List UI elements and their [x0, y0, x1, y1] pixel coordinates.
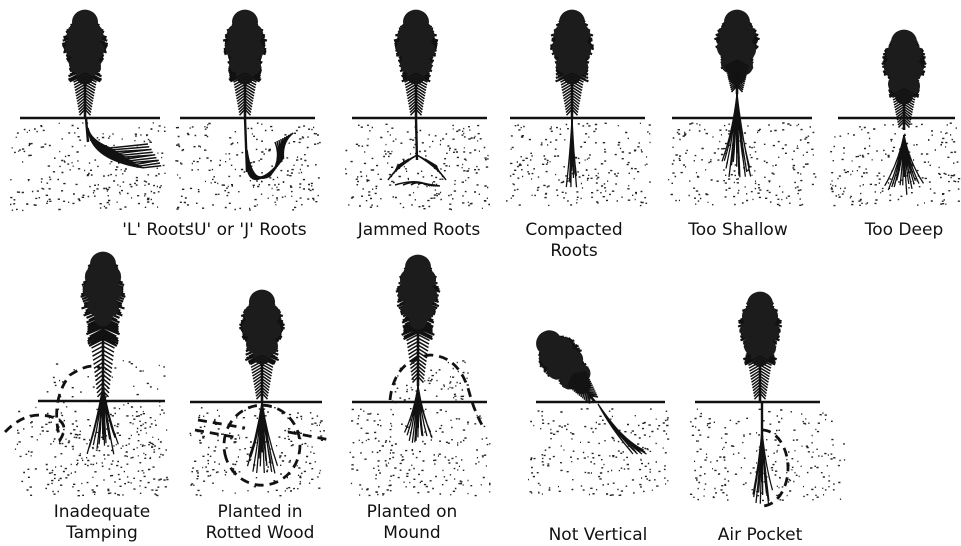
seedling-icon — [550, 10, 593, 118]
seedling-icon — [394, 10, 438, 118]
seedling-icon — [882, 30, 927, 130]
root-icon — [87, 385, 118, 454]
root-icon — [722, 94, 751, 177]
caption-too-shallow: Too Shallow — [648, 220, 828, 241]
root-icon — [885, 135, 924, 195]
dashed-outline-icon — [390, 355, 482, 425]
dashed-outline-icon — [288, 432, 330, 440]
caption-planted-on-mound: Planted onMound — [322, 502, 502, 544]
panel-planted-on-mound — [350, 255, 491, 497]
soil-icon — [528, 408, 669, 496]
caption-u-j-roots: 'U' or 'J' Roots — [158, 220, 338, 241]
root-icon — [598, 404, 647, 454]
seedling-icon — [81, 252, 126, 401]
panel-jammed-roots — [345, 10, 490, 211]
panel-inadequate-tamping — [5, 252, 169, 497]
panel-l-roots — [10, 10, 166, 211]
root-icon — [248, 402, 278, 473]
panel-too-shallow — [668, 10, 816, 207]
root-icon — [247, 133, 293, 179]
panel-not-vertical — [524, 320, 669, 496]
caption-jammed-roots: Jammed Roots — [329, 220, 509, 241]
soil-icon — [190, 406, 325, 496]
root-icon — [405, 386, 433, 443]
seedling-icon — [239, 290, 284, 402]
root-icon — [753, 430, 773, 505]
caption-air-pocket: Air Pocket — [670, 525, 850, 546]
dashed-outline-icon — [5, 366, 100, 440]
caption-too-deep: Too Deep — [814, 220, 961, 241]
dashed-outline-icon — [762, 430, 788, 506]
seedling-icon — [62, 10, 108, 118]
seedling-icon — [738, 292, 782, 402]
soil-icon — [506, 123, 651, 207]
caption-not-vertical: Not Vertical — [508, 525, 688, 546]
panel-too-deep — [830, 30, 960, 207]
root-icon — [88, 128, 161, 168]
panel-rotted-wood — [190, 290, 330, 497]
panel-u-j-roots — [175, 10, 320, 211]
seedling-icon — [223, 10, 267, 118]
soil-icon — [45, 360, 168, 496]
panel-air-pocket — [690, 292, 845, 506]
seedling-icon — [714, 10, 759, 94]
soil-icon — [15, 405, 168, 496]
panel-compacted-roots — [506, 10, 651, 207]
caption-inadequate-tamping: InadequateTamping — [12, 502, 192, 544]
caption-compacted-roots: CompactedRoots — [484, 220, 664, 262]
